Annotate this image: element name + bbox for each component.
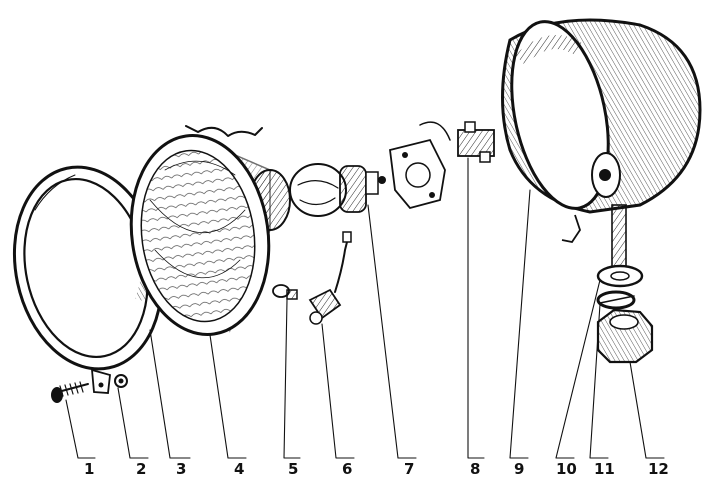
leader-line-6 <box>321 323 355 459</box>
screw-part-1 <box>51 381 89 403</box>
part-number-3: 3 <box>176 460 186 478</box>
leader-line-2 <box>117 387 149 459</box>
part-number-5: 5 <box>288 460 298 478</box>
leader-line-8 <box>467 157 485 459</box>
leader-line-4 <box>209 334 247 459</box>
main-bulb-part-7 <box>289 121 451 217</box>
part-number-8: 8 <box>470 460 480 478</box>
part-number-7: 7 <box>404 460 414 478</box>
part-number-9: 9 <box>514 460 524 478</box>
nut-part-2 <box>114 374 128 388</box>
part-number-11: 11 <box>594 460 615 478</box>
bulb-socket-part-6 <box>308 231 352 325</box>
parking-bulb-part-5 <box>272 284 298 300</box>
leader-line-10 <box>555 279 601 459</box>
part-number-6: 6 <box>342 460 352 478</box>
part-number-2: 2 <box>136 460 146 478</box>
leader-lines <box>65 157 665 459</box>
part-number-labels: 1 2 3 4 5 6 7 8 9 10 11 12 <box>84 460 669 478</box>
leader-line-7 <box>367 204 417 459</box>
leader-line-1 <box>65 399 96 459</box>
part-number-10: 10 <box>556 460 577 478</box>
leader-line-3 <box>149 329 191 459</box>
washer-part-10 <box>596 264 644 288</box>
optical-element-part-4 <box>129 125 291 336</box>
spring-washer-part-11 <box>596 290 636 310</box>
part-number-1: 1 <box>84 460 94 478</box>
leader-line-12 <box>629 361 665 459</box>
leader-line-11 <box>589 303 609 459</box>
housing-part-9 <box>501 18 702 278</box>
nut-part-12 <box>596 308 654 364</box>
part-number-4: 4 <box>234 460 244 478</box>
connector-part-8 <box>457 121 495 163</box>
part-number-12: 12 <box>648 460 669 478</box>
leader-line-9 <box>509 189 531 459</box>
leader-line-5 <box>283 299 301 459</box>
